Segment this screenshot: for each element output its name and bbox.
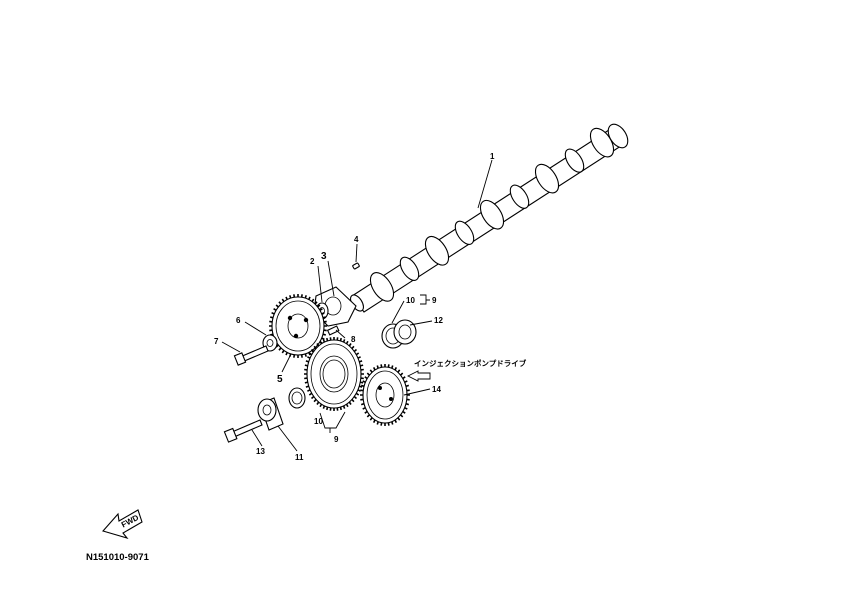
bolt-8 — [326, 325, 340, 336]
gear-teeth — [304, 337, 364, 411]
cam-lobe — [509, 184, 530, 209]
note-text: インジェクションポンプドライブ — [414, 358, 527, 368]
callout-14: 14 — [432, 385, 441, 394]
callout-10-lower: 10 — [314, 417, 323, 426]
callout-6: 6 — [236, 316, 241, 325]
injection-pump-gear — [360, 364, 410, 426]
callout-9-upper: 9 — [432, 296, 437, 305]
bushing-10-lower — [288, 387, 306, 409]
bolt-7 — [233, 345, 269, 366]
cam-lobe — [534, 163, 560, 194]
cam-lobe — [369, 272, 395, 302]
fwd-arrow-icon: FWD — [102, 509, 143, 540]
gear-teeth — [360, 364, 410, 426]
injection-pump-drive-note: インジェクションポンプドライブ — [406, 358, 527, 382]
callout-7: 7 — [214, 337, 219, 346]
figure-code: N151010-9071 — [86, 552, 150, 563]
washer-12 — [393, 319, 417, 345]
callout-4: 4 — [354, 235, 359, 244]
callout-3: 3 — [321, 251, 327, 262]
callout-10-upper: 10 — [406, 296, 415, 305]
callout-8: 8 — [351, 335, 356, 344]
callout-11: 11 — [295, 453, 304, 462]
bolt-13 — [223, 419, 263, 443]
leader-lines — [221, 159, 493, 452]
idle-gear — [304, 337, 364, 411]
callout-2: 2 — [310, 257, 315, 266]
callout-12: 12 — [434, 316, 443, 325]
cam-lobe — [399, 256, 420, 281]
callout-13: 13 — [256, 447, 265, 456]
callout-labels: 1 2 3 4 5 6 7 8 9 9 10 10 11 12 13 14 — [214, 152, 495, 462]
cam-lobe — [454, 220, 475, 245]
cam-lobe — [564, 148, 585, 173]
cam-lobe — [479, 199, 505, 230]
cam-lobe — [424, 235, 450, 266]
key-4 — [352, 262, 360, 270]
camshaft — [349, 123, 629, 313]
note-arrow-icon — [406, 370, 431, 382]
callout-5: 5 — [277, 374, 283, 385]
idle-gear-shaft — [257, 397, 284, 431]
callout-1: 1 — [490, 152, 495, 161]
callout-9-lower: 9 — [334, 435, 339, 444]
